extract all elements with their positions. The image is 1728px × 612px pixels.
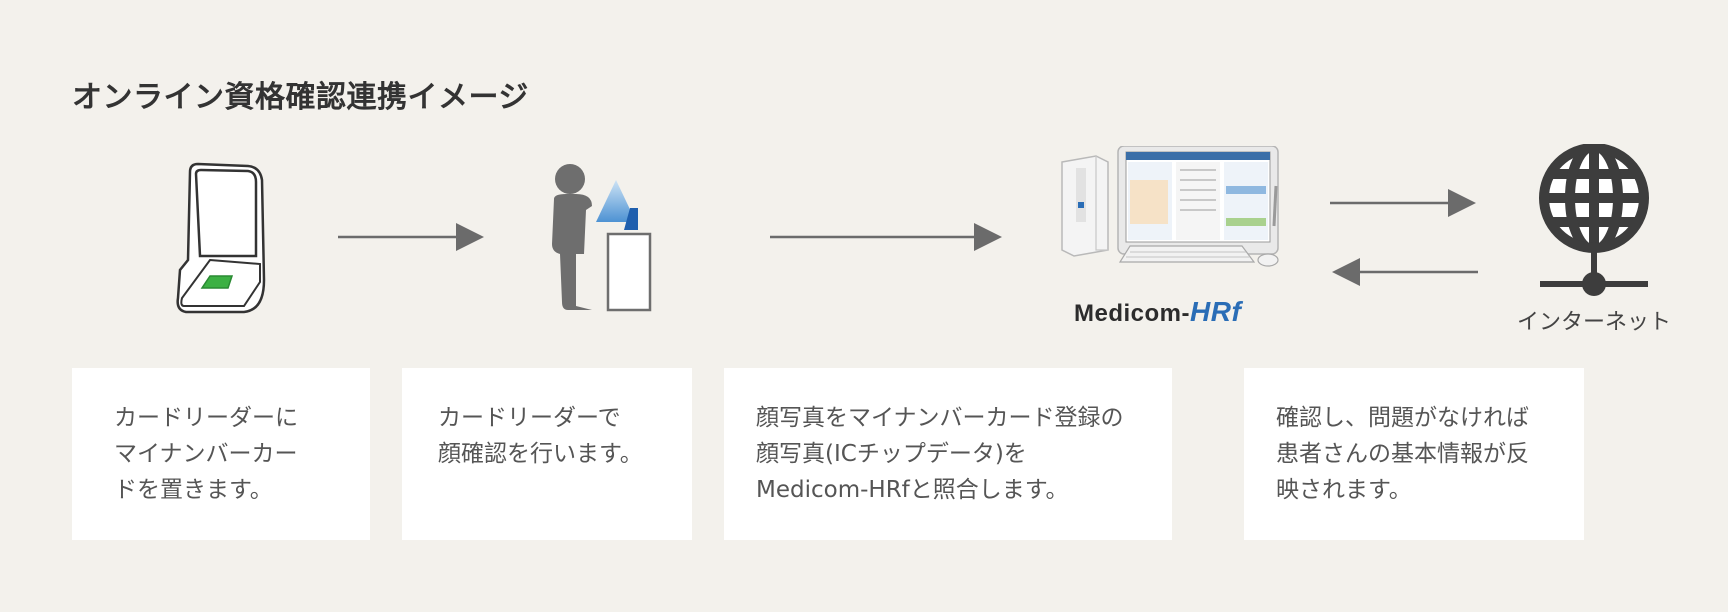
globe-network-icon — [1539, 144, 1649, 296]
medicom-pc-icon — [1061, 146, 1279, 267]
flow-arrow — [770, 223, 1002, 251]
person-face-check-icon — [552, 164, 652, 312]
card-reader-icon — [176, 162, 266, 314]
step-card-3: 顔写真をマイナンバーカード登録の 顔写真(ICチップデータ)を Medicom-… — [724, 368, 1172, 540]
step-card-4: 確認し、問題がなければ 患者さんの基本情報が反 映されます。 — [1244, 368, 1584, 540]
step-2-text: カードリーダーで 顔確認を行います。 — [438, 405, 643, 467]
flow-arrow — [338, 223, 484, 251]
send-arrow — [1330, 189, 1476, 217]
step-card-2: カードリーダーで 顔確認を行います。 — [402, 368, 692, 540]
receive-arrow — [1332, 258, 1478, 286]
brand-part1: Medicom- — [1074, 300, 1191, 327]
step-4-text: 確認し、問題がなければ 患者さんの基本情報が反 映されます。 — [1276, 405, 1529, 503]
step-1-text: カードリーダーに マイナンバーカー ドを置きます。 — [114, 405, 298, 503]
step-3-text: 顔写真をマイナンバーカード登録の 顔写真(ICチップデータ)を Medicom-… — [756, 405, 1124, 503]
medicom-hrf-logo: Medicom-HRf — [1074, 296, 1241, 328]
step-card-1: カードリーダーに マイナンバーカー ドを置きます。 — [72, 368, 370, 540]
page-title: オンライン資格確認連携イメージ — [72, 80, 529, 115]
brand-part2: HRf — [1190, 296, 1242, 327]
internet-label: インターネット — [1516, 310, 1671, 335]
